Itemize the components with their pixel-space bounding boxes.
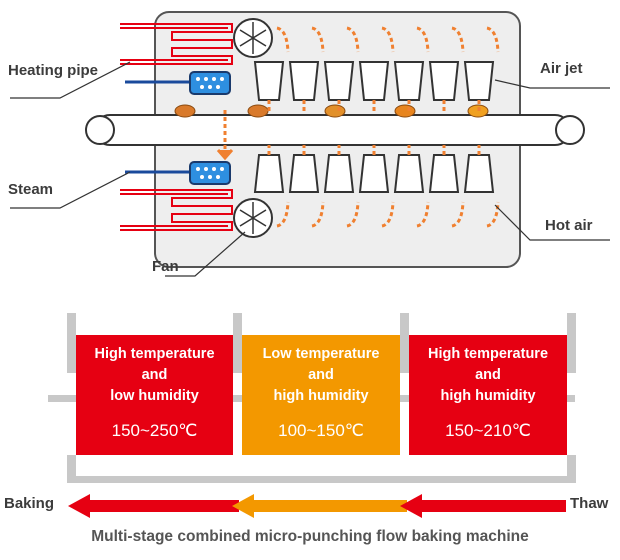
stage-1-line3: low humidity [110, 388, 199, 404]
air-jet-nozzle-lower [253, 154, 285, 193]
hot-air-label: Hot air [545, 217, 593, 234]
stage-1-line1: High temperature [94, 346, 215, 362]
stage-3: High temperature and high humidity 150~2… [409, 335, 567, 455]
leader-lines [10, 61, 610, 277]
return-flow-lower [346, 201, 360, 228]
air-jet-nozzle-lower [358, 154, 390, 193]
food-item-icon [324, 104, 346, 118]
return-flow-upper [276, 26, 290, 53]
air-jet-nozzle-lower [393, 154, 425, 193]
return-flow-upper [311, 26, 325, 53]
stage-1-line2: and [141, 367, 168, 383]
steam-flow-arrow [216, 110, 234, 161]
fan-label: Fan [152, 258, 179, 275]
conveyor-belt [85, 114, 585, 146]
food-item-icon [394, 104, 416, 118]
stage-1: High temperature and low humidity 150~25… [76, 335, 233, 455]
process-flow-arrow [68, 494, 566, 518]
return-flow-lower [276, 201, 290, 228]
steam-label: Steam [8, 181, 54, 198]
air-jet-nozzle-upper [253, 61, 285, 101]
return-flow-lower [451, 201, 465, 228]
diagram-caption: Multi-stage combined micro-punching flow… [91, 528, 529, 545]
stage-2-line3: high humidity [273, 388, 369, 404]
heating-pipe-label: Heating pipe [8, 62, 99, 79]
air-jet-nozzle-lower [428, 154, 460, 193]
return-flow-upper [346, 26, 360, 53]
stage-3-line3: high humidity [440, 388, 536, 404]
thaw-label: Thaw [570, 495, 609, 512]
air-jet-nozzle-lower [463, 154, 495, 193]
hot-air-flow-lower [267, 145, 500, 228]
stage-2-line2: and [308, 367, 334, 383]
stage-2: Low temperature and high humidity 100~15… [242, 335, 400, 455]
return-flow-lower [311, 201, 325, 228]
heating-pipe-icon [120, 23, 233, 65]
air-jet-nozzle-upper [463, 61, 495, 101]
return-flow-lower [381, 201, 395, 228]
heating-pipe-lower-icon [120, 189, 233, 231]
stage-3-line2: and [475, 367, 501, 383]
stage-2-line1: Low temperature [262, 346, 380, 362]
air-jet-label: Air jet [540, 60, 583, 77]
return-flow-lower [416, 201, 430, 228]
air-jet-nozzle-upper [288, 61, 320, 101]
return-flow-upper [451, 26, 465, 53]
fan-upper-icon [233, 18, 273, 58]
steam-unit-upper-icon [125, 71, 231, 95]
return-flow-lower [486, 201, 500, 228]
air-jet-nozzle-upper [358, 61, 390, 101]
food-item-icon [247, 104, 269, 118]
baking-label: Baking [4, 495, 55, 512]
stage-1-temperature: 150~250℃ [111, 421, 198, 440]
food-item-icon [174, 104, 196, 118]
air-jet-nozzle-lower [323, 154, 355, 193]
fan-lower-icon [233, 198, 273, 238]
hot-air-flow-upper [267, 26, 500, 112]
return-flow-upper [486, 26, 500, 53]
lower-air-jet-nozzles [253, 154, 495, 193]
air-jet-nozzle-lower [288, 154, 320, 193]
steam-unit-lower-icon [125, 161, 231, 185]
air-jet-nozzle-upper [323, 61, 355, 101]
stage-3-temperature: 150~210℃ [445, 421, 531, 440]
stage-3-line1: High temperature [427, 346, 549, 362]
return-flow-upper [381, 26, 395, 53]
air-jet-nozzle-upper [428, 61, 460, 101]
stage-2-temperature: 100~150℃ [278, 421, 364, 440]
return-flow-upper [416, 26, 430, 53]
upper-air-jet-nozzles [253, 61, 495, 101]
air-jet-nozzle-upper [393, 61, 425, 101]
